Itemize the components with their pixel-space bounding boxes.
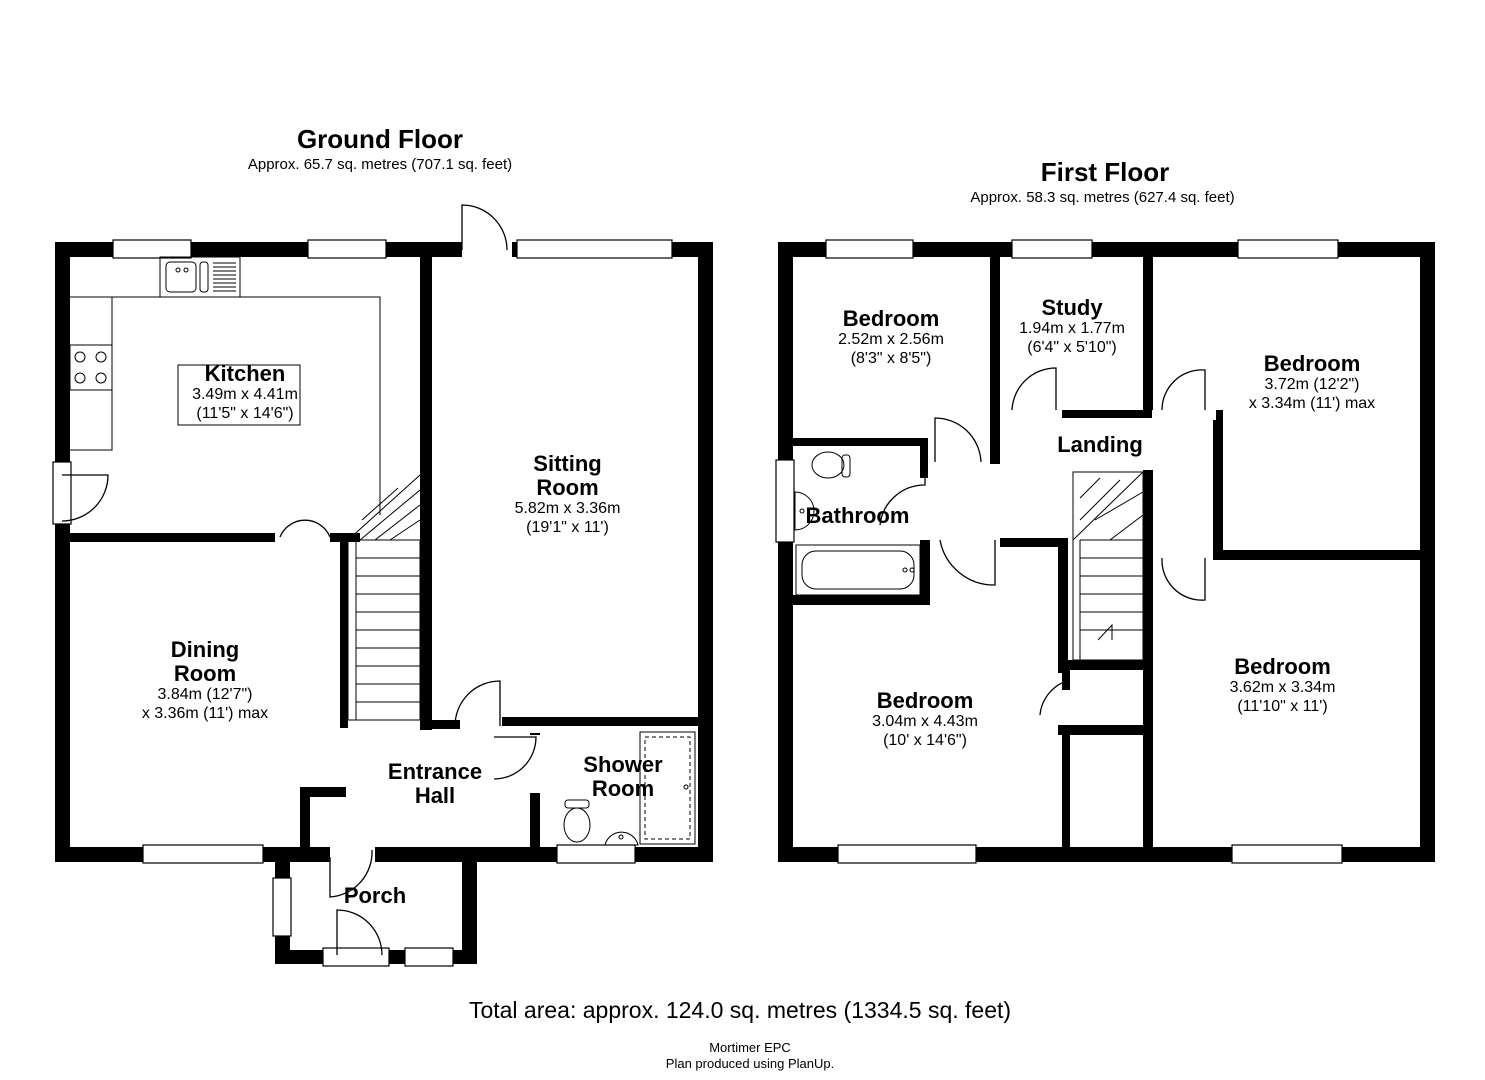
room-dimension: 5.82m x 3.36m: [514, 500, 621, 518]
room-landing: Landing: [1057, 432, 1143, 457]
ground-floor-doors: [61, 204, 537, 956]
room-name: Room: [591, 776, 655, 802]
ground-floor-area: Approx. 65.7 sq. metres (707.1 sq. feet): [247, 156, 513, 173]
first-floor-title: First Floor: [1040, 157, 1170, 187]
room-dimension: 3.04m x 4.43m: [872, 713, 978, 731]
room-dimension: 3.72m (12'2"): [1264, 376, 1360, 394]
room-bedroom-bottom-right: Bedroom 3.62m x 3.34m (11'10" x 11'): [1190, 654, 1375, 716]
room-name: Room: [536, 475, 599, 501]
room-dimension: 3.49m x 4.41m: [192, 386, 298, 404]
room-dimension: (11'10" x 11'): [1237, 697, 1328, 715]
room-dimension: 2.52m x 2.56m: [838, 331, 944, 349]
first-floor-area: Approx. 58.3 sq. metres (627.4 sq. feet): [970, 189, 1235, 206]
room-name: Bedroom: [1263, 351, 1361, 376]
room-dining-room: Dining Room 3.84m (12'7") x 3.36m (11') …: [105, 637, 305, 723]
room-kitchen: Kitchen 3.49m x 4.41m (11'5" x 14'6"): [150, 361, 340, 423]
room-porch: Porch: [343, 883, 407, 908]
agent-name: Mortimer EPC: [709, 1040, 791, 1055]
total-area: Total area: approx. 124.0 sq. metres (13…: [468, 997, 1012, 1023]
room-shower-room: Shower Room: [560, 752, 686, 802]
room-name: Study: [1041, 295, 1103, 320]
room-bathroom: Bathroom: [805, 503, 910, 528]
room-dimension: (6'4" x 5'10"): [1027, 338, 1117, 356]
room-name: Shower: [583, 752, 663, 777]
shower-fittings: [563, 731, 696, 846]
room-dimension: (11'5" x 14'6"): [196, 404, 294, 422]
kitchen-units: [69, 256, 381, 515]
room-name: Bedroom: [1234, 654, 1331, 679]
room-dimension: 3.84m (12'7"): [157, 686, 253, 704]
room-study: Study 1.94m x 1.77m (6'4" x 5'10"): [1002, 295, 1142, 357]
room-name: Dining: [170, 637, 240, 662]
ground-floor-windows: [52, 239, 673, 967]
room-bedroom-top-left: Bedroom 2.52m x 2.56m (8'3" x 8'5"): [800, 306, 982, 368]
first-floor-doors: [879, 367, 1206, 845]
room-sitting-room: Sitting Room 5.82m x 3.36m (19'1" x 11'): [470, 451, 665, 537]
room-dimension: (19'1" x 11'): [526, 518, 609, 536]
plan-credit: Plan produced using PlanUp.: [665, 1056, 835, 1071]
room-name: Kitchen: [204, 361, 286, 386]
room-name: Hall: [414, 783, 456, 809]
room-bedroom-top-right: Bedroom 3.72m (12'2") x 3.34m (11') max: [1222, 351, 1402, 413]
room-dimension: x 3.34m (11') max: [1248, 394, 1376, 412]
room-dimension: 3.62m x 3.34m: [1229, 679, 1336, 697]
bathroom-fittings: [794, 451, 921, 596]
room-dimension: (8'3" x 8'5"): [850, 349, 932, 367]
room-name: Room: [173, 661, 237, 687]
room-name: Bedroom: [842, 306, 940, 331]
room-dimension: 1.94m x 1.77m: [1019, 320, 1125, 338]
ground-floor-title: Ground Floor: [296, 124, 464, 154]
room-bedroom-bottom-left: Bedroom 3.04m x 4.43m (10' x 14'6"): [830, 688, 1020, 750]
room-dimension: (10' x 14'6"): [883, 731, 967, 749]
room-name: Bedroom: [876, 688, 974, 713]
room-entrance-hall: Entrance Hall: [365, 759, 505, 809]
room-dimension: x 3.36m (11') max: [141, 704, 269, 722]
room-name: Entrance: [387, 759, 483, 784]
ground-floor-stairs: [347, 474, 421, 721]
room-name: Sitting: [533, 451, 602, 476]
first-floor-windows: [775, 239, 1343, 864]
first-floor-stairs: [1072, 471, 1144, 661]
